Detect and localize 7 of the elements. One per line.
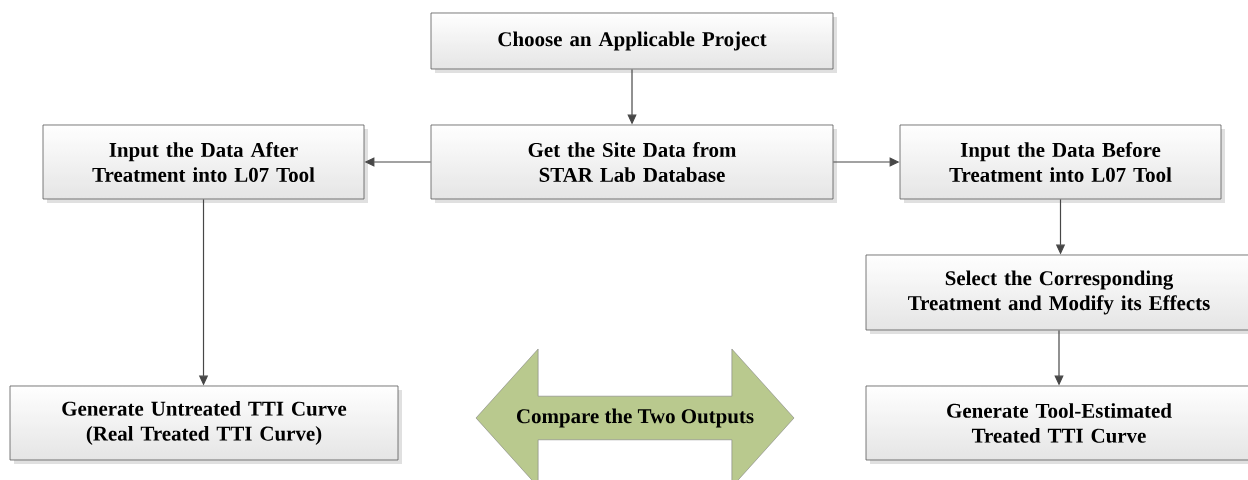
process-box: Select the Corresponding Treatment and Modify its Effects	[865, 254, 1248, 331]
process-box: Generate Tool-Estimated Treated TTI Curve	[865, 385, 1248, 461]
process-box: Get the Site Data from STAR Lab Database	[430, 124, 834, 200]
process-box: Input the Data Before Treatment into L07 Tool	[899, 124, 1222, 200]
process-box: Input the Data After Treatment into L07 Tool	[42, 124, 365, 200]
process-box: Generate Untreated TTI Curve (Real Treated TTI Curve)	[9, 385, 399, 461]
process-box: Choose an Applicable Project	[430, 12, 834, 70]
